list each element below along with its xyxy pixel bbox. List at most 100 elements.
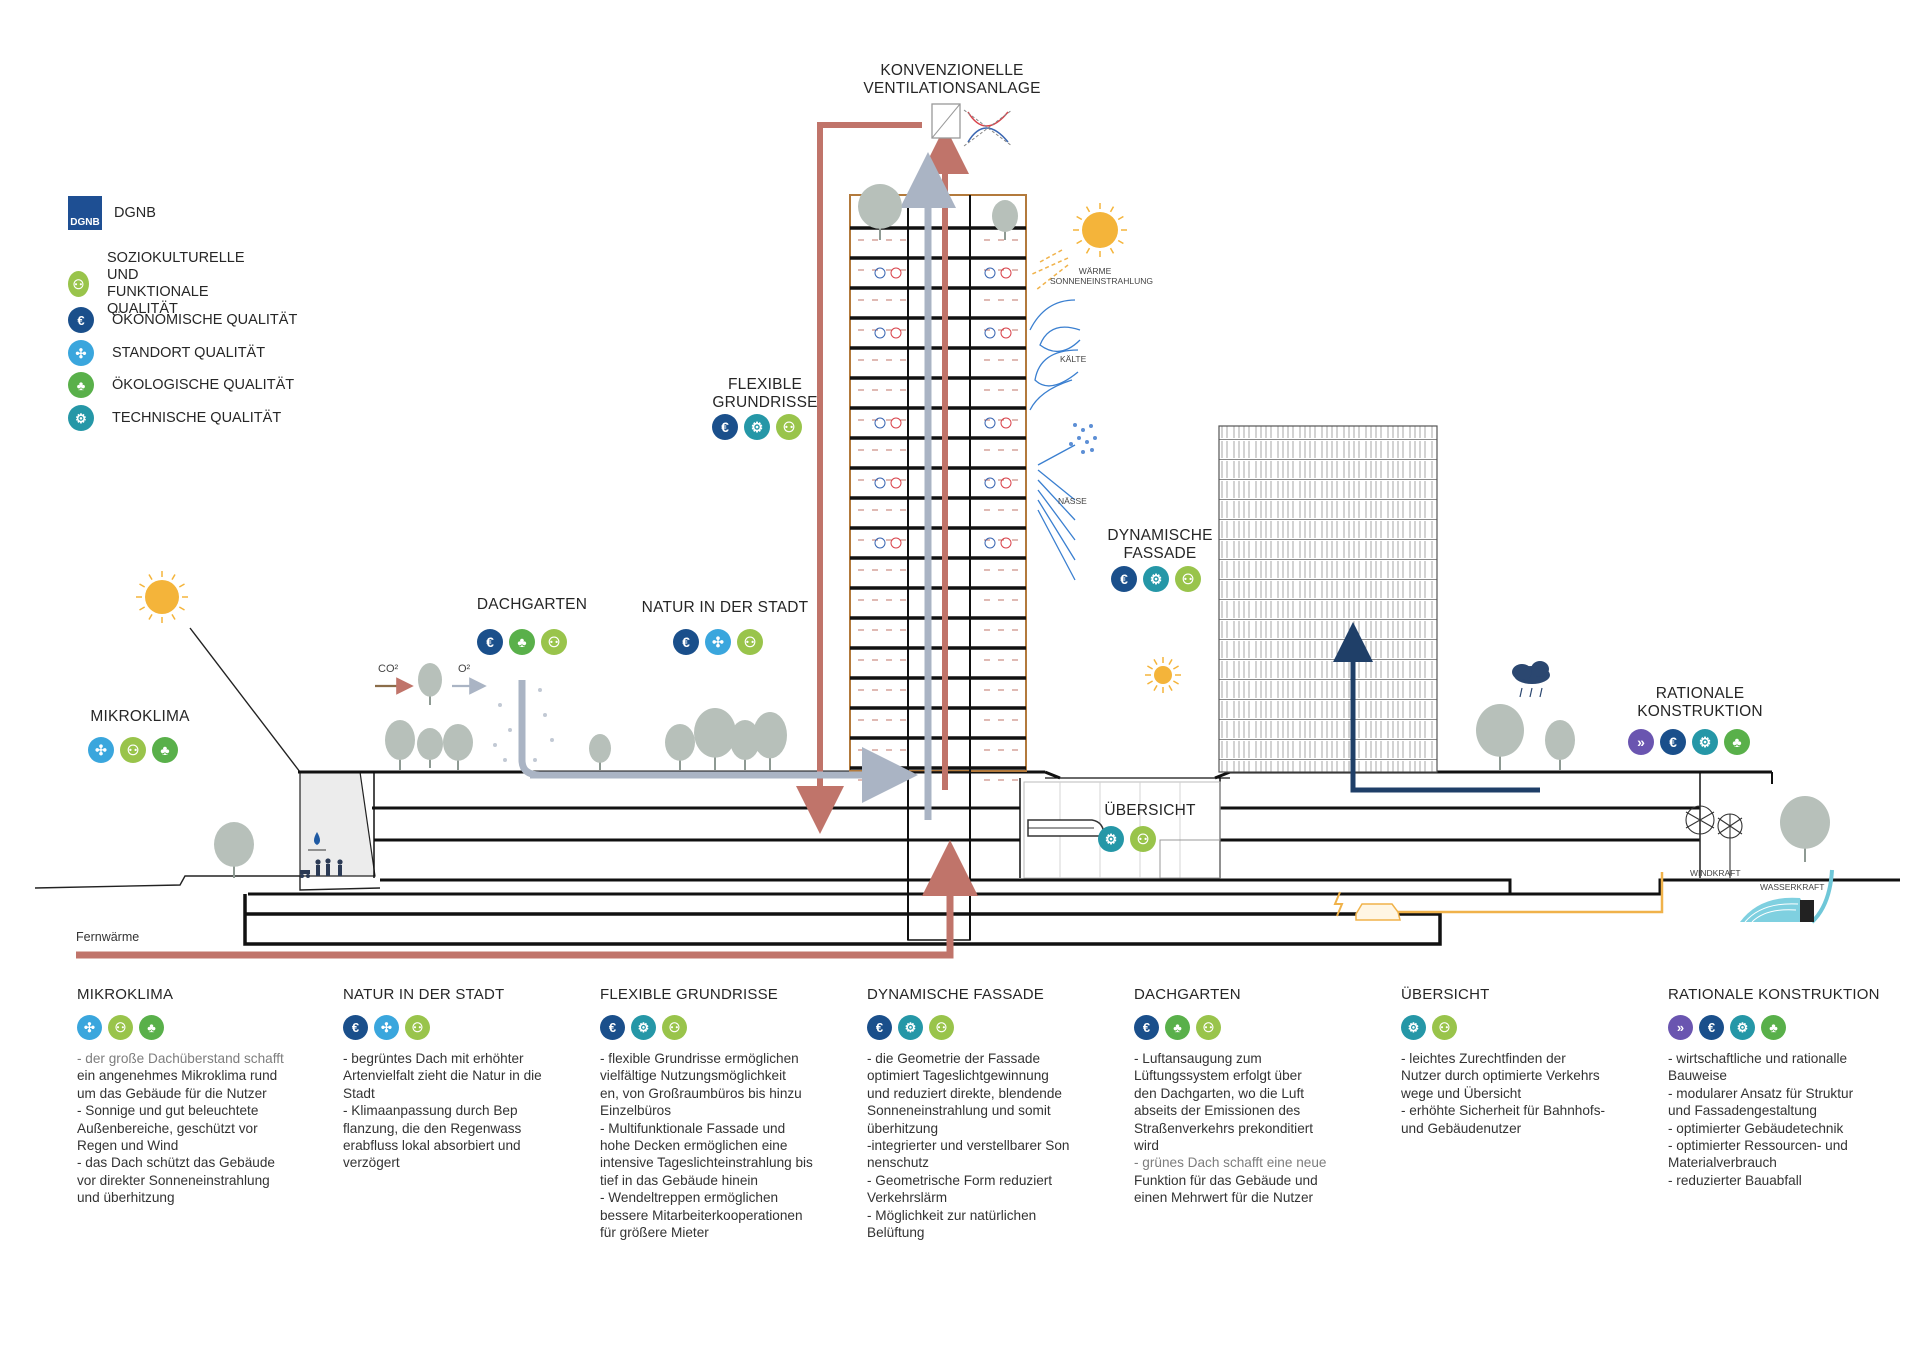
- gears-icon: ⚙: [68, 405, 94, 431]
- tree-icon: ♣: [139, 1015, 164, 1040]
- column-body: - Luftansaugung zum Lüftungssystem erfol…: [1134, 1051, 1314, 1154]
- circulation-path: [1333, 622, 1540, 793]
- label-co2: CO²: [378, 663, 399, 675]
- badges-rationale: » € ⚙ ♣: [1628, 729, 1750, 755]
- legend-item-technisch: ⚙ TECHNISCHE QUALITÄT: [68, 405, 281, 431]
- column-title: MIKROKLIMA: [77, 986, 174, 1003]
- euro-icon: €: [1111, 566, 1137, 592]
- people-icon: ⚇: [737, 629, 763, 655]
- cold-wind-lines: [1029, 299, 1081, 581]
- column-body-2: Funktion für das Gebäude und einen Mehrw…: [1134, 1172, 1318, 1206]
- office-building-facade: [1218, 425, 1438, 773]
- column-badges: € ⚙ ⚇: [867, 1015, 1107, 1040]
- gears-icon: ⚙: [1401, 1015, 1426, 1040]
- location-icon: ✣: [705, 629, 731, 655]
- column-title: DYNAMISCHE FASSADE: [867, 986, 1044, 1003]
- tree-icon: ♣: [1761, 1015, 1786, 1040]
- euro-icon: €: [1660, 729, 1686, 755]
- column-title: NATUR IN DER STADT: [343, 986, 505, 1003]
- euro-icon: €: [477, 629, 503, 655]
- label-waerme: WÄRME SONNENEINSTRAHLUNG: [1050, 266, 1153, 286]
- badges-mikroklima: ✣ ⚇ ♣: [88, 737, 178, 763]
- people-icon: ⚇: [929, 1015, 954, 1040]
- tree-icon: [418, 663, 442, 697]
- column-badges: € ♣ ⚇: [1134, 1015, 1374, 1040]
- people-icons: [300, 832, 343, 878]
- gears-icon: ⚙: [1692, 729, 1718, 755]
- badges-dachgarten: € ♣ ⚇: [477, 629, 567, 655]
- tree-icon: [730, 720, 760, 760]
- euro-icon: €: [673, 629, 699, 655]
- main-tower: [849, 194, 1027, 940]
- people-icon: ⚇: [541, 629, 567, 655]
- people-icon: ⚇: [1130, 826, 1156, 852]
- legend-item-standort: ✣ STANDORT QUALITÄT: [68, 340, 265, 366]
- location-icon: ✣: [77, 1015, 102, 1040]
- column-text: - der große Dachüberstand schafft ein an…: [77, 1050, 317, 1207]
- lightning-icon: [1333, 891, 1344, 917]
- label-ventilation: KONVENZIONELLE VENTILATIONSANLAGE: [863, 62, 1041, 97]
- people-icon: ⚇: [662, 1015, 687, 1040]
- label-dachgarten: DACHGARTEN: [476, 596, 588, 613]
- tree-icon: [753, 712, 787, 759]
- euro-icon: €: [600, 1015, 625, 1040]
- euro-icon: €: [867, 1015, 892, 1040]
- column-badges: ✣ ⚇ ♣: [77, 1015, 317, 1040]
- process-icon: »: [1668, 1015, 1693, 1040]
- ground-left: [34, 875, 381, 891]
- column-body: - begrüntes Dach mit erhöhter Artenvielf…: [343, 1051, 542, 1171]
- column-title: RATIONALE KONSTRUKTION: [1668, 986, 1880, 1003]
- tree-icon: [385, 720, 415, 760]
- label-wasserkraft: WASSERKRAFT: [1760, 882, 1825, 892]
- ventilation-unit-icon: [931, 103, 1013, 147]
- wind-turbines: [1685, 805, 1743, 878]
- tree-icon: [443, 724, 473, 761]
- tree-icon: ♣: [68, 372, 94, 398]
- label-kaelte: KÄLTE: [1060, 354, 1087, 364]
- label-naesse: NÄSSE: [1058, 496, 1087, 506]
- euro-icon: €: [343, 1015, 368, 1040]
- gears-icon: ⚙: [1730, 1015, 1755, 1040]
- rain-cloud-icon: [1512, 661, 1550, 698]
- warm-air-loop: [796, 122, 922, 834]
- column-badges: ⚙ ⚇: [1401, 1015, 1641, 1040]
- badges-uebersicht: ⚙ ⚇: [1098, 826, 1156, 852]
- sun-icon: [145, 580, 179, 614]
- water-drop-icon: [314, 832, 320, 845]
- euro-icon: €: [68, 307, 94, 333]
- tree-icon: [214, 822, 254, 867]
- legend-item-oekonomisch: € ÖKONOMISCHE QUALITÄT: [68, 307, 297, 333]
- location-icon: ✣: [374, 1015, 399, 1040]
- column-dachgarten: DACHGARTEN € ♣ ⚇ - Luftansaugung zum Lüf…: [1134, 986, 1374, 1207]
- column-badges: € ✣ ⚇: [343, 1015, 583, 1040]
- people-icon: ⚇: [1175, 566, 1201, 592]
- column-intro: - grünes Dach schafft eine neue: [1134, 1155, 1327, 1171]
- people-icon: ⚇: [68, 271, 89, 297]
- rain-drops: [1069, 423, 1097, 454]
- tree-icon: ♣: [509, 629, 535, 655]
- trees: [214, 184, 1830, 878]
- badges-flexible: € ⚙ ⚇: [712, 414, 802, 440]
- tree-icon: [417, 728, 443, 760]
- tree-icon: ♣: [1165, 1015, 1190, 1040]
- legend-label: STANDORT QUALITÄT: [112, 344, 266, 361]
- tree-icon: [589, 734, 611, 763]
- legend-label: TECHNISCHE QUALITÄT: [112, 409, 282, 426]
- gears-icon: ⚙: [1143, 566, 1169, 592]
- column-title: FLEXIBLE GRUNDRISSE: [600, 986, 779, 1003]
- label-flexible-grundrisse: FLEXIBLE GRUNDRISSE: [712, 376, 818, 411]
- tree-icon: [694, 708, 736, 758]
- euro-icon: €: [712, 414, 738, 440]
- dgnb-logo: DGNB: [68, 196, 102, 230]
- column-title: ÜBERSICHT: [1401, 986, 1490, 1003]
- column-text: - Luftansaugung zum Lüftungssystem erfol…: [1134, 1050, 1374, 1207]
- column-badges: € ⚙ ⚇: [600, 1015, 840, 1040]
- podium-slabs: [243, 770, 1900, 946]
- column-uebersicht: ÜBERSICHT ⚙ ⚇ - leichtes Zurechtfinden d…: [1401, 986, 1641, 1137]
- column-mikroklima: MIKROKLIMA ✣ ⚇ ♣ - der große Dachübersta…: [77, 986, 317, 1207]
- label-rationale-konstruktion: RATIONALE KONSTRUKTION: [1637, 685, 1763, 720]
- tree-icon: [858, 184, 902, 229]
- legend-label: ÖKOLOGISCHE QUALITÄT: [112, 376, 295, 393]
- label-natur-in-der-stadt: NATUR IN DER STADT: [641, 599, 809, 616]
